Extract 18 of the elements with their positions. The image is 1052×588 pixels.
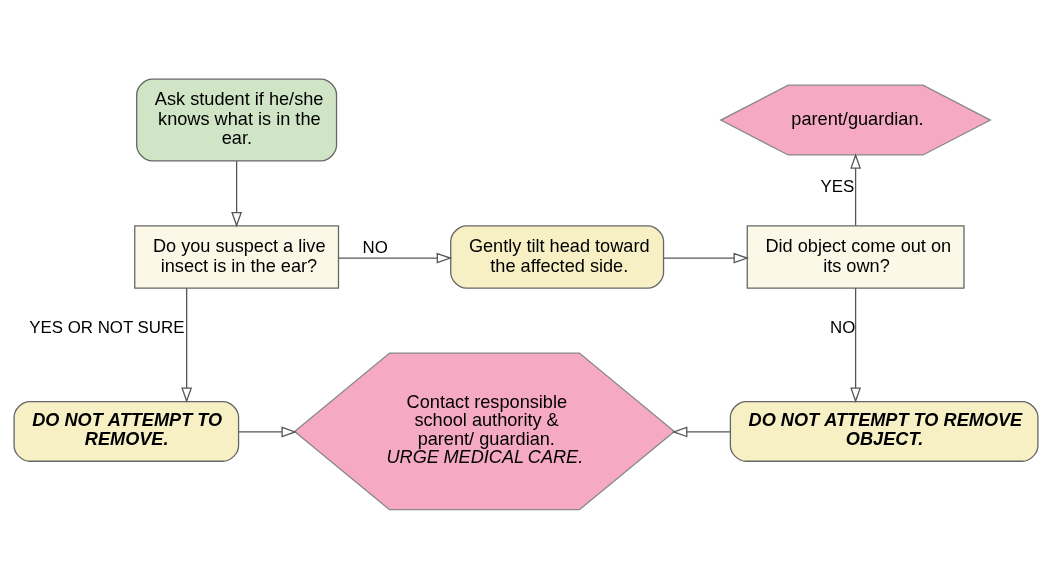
- node-box: Ask student if he/she knows what is in the ear.: [136, 78, 338, 162]
- arrow: [338, 252, 453, 263]
- node-box: Gently tilt head toward the affected side.: [450, 224, 665, 289]
- edge-label: YES: [820, 176, 855, 196]
- edge-label: NO: [362, 237, 388, 257]
- arrow: [850, 152, 862, 226]
- node-box: DO NOT ATTEMPT TO REMOVE OBJECT.: [729, 400, 1039, 462]
- edge-label: NO: [829, 317, 856, 337]
- arrow: [671, 426, 731, 437]
- node-box: Do you suspect a live insect is in the ear?: [134, 224, 340, 289]
- arrow: [850, 287, 862, 403]
- arrow: [231, 160, 243, 227]
- arrow: [181, 287, 193, 403]
- node-box: DO NOT ATTEMPT TO REMOVE.: [13, 400, 240, 462]
- arrow: [663, 252, 750, 263]
- node-box: Did object come out on its own?: [746, 224, 965, 289]
- edge-label: YES OR NOT SURE: [29, 317, 185, 337]
- arrow: [238, 426, 298, 437]
